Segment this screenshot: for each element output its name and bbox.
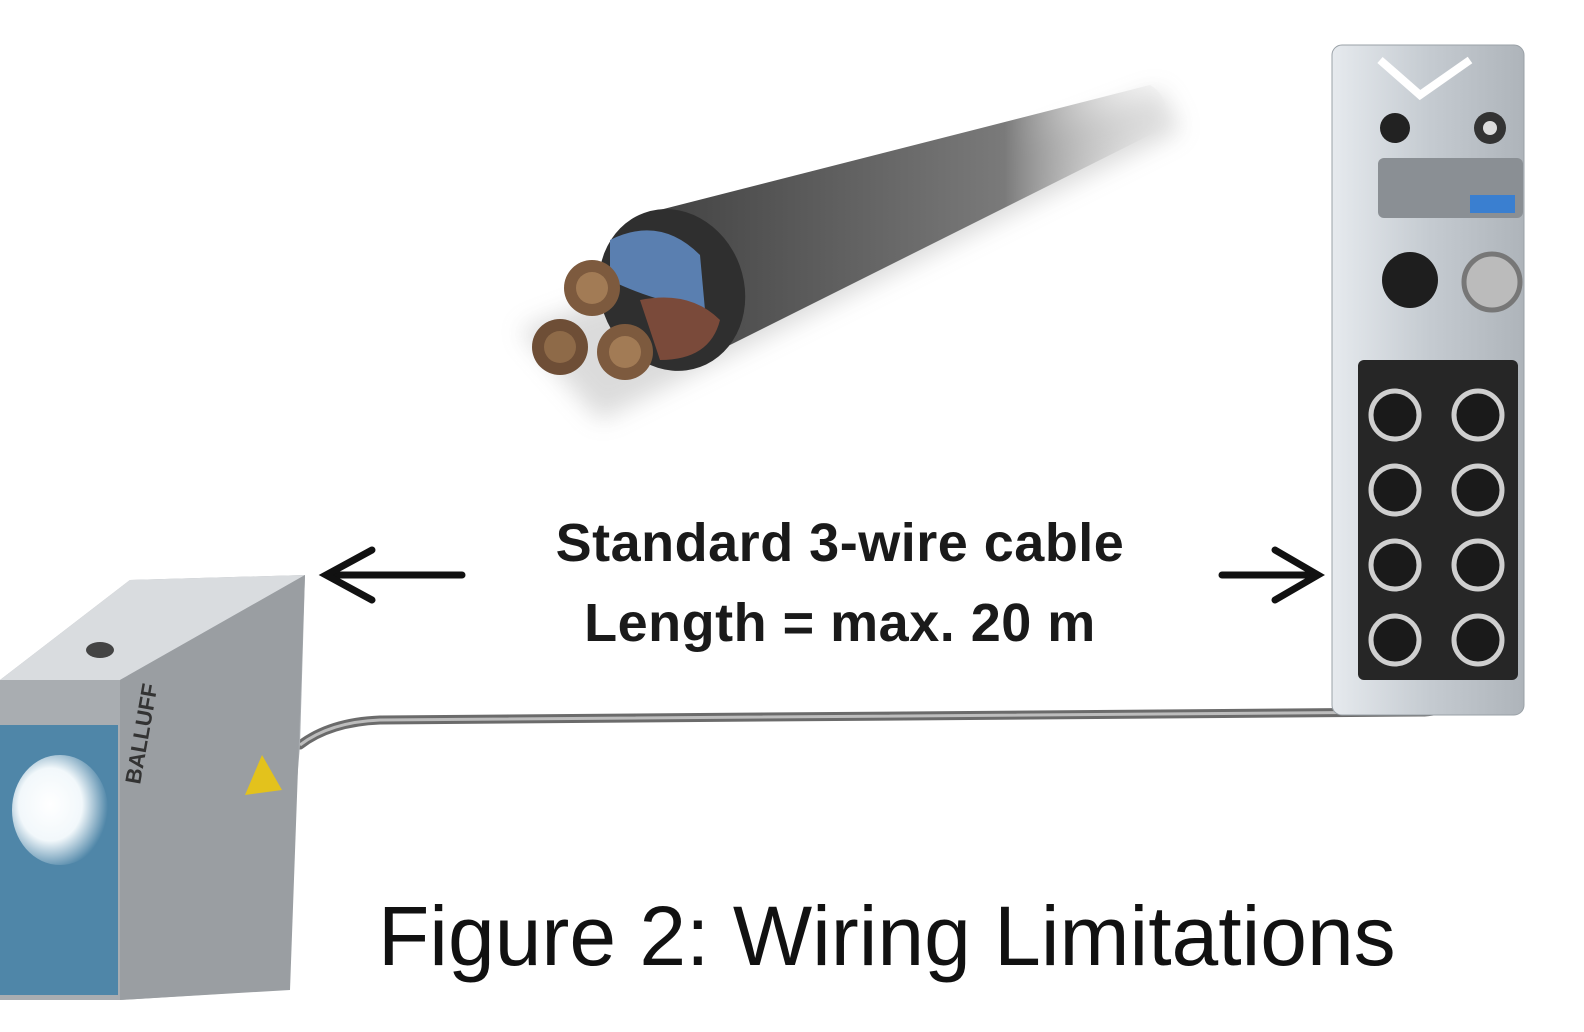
sensor-illustration: BALLUFF xyxy=(0,575,305,1000)
laser-warning-icon xyxy=(245,755,282,795)
right-arrow-icon xyxy=(1218,546,1325,604)
cable-type-label: Standard 3-wire cable xyxy=(555,513,1125,573)
left-arrow-icon xyxy=(318,546,466,604)
connection-cable xyxy=(295,640,1457,750)
blue-wire xyxy=(610,230,705,310)
cable-length-label: Length = max. 20 m xyxy=(584,593,1096,653)
io-module-illustration xyxy=(1331,44,1525,716)
figure-caption: Figure 2: Wiring Limitations xyxy=(378,889,1396,983)
cable-cutaway-illustration xyxy=(520,85,1180,420)
brown-wire xyxy=(640,297,720,360)
